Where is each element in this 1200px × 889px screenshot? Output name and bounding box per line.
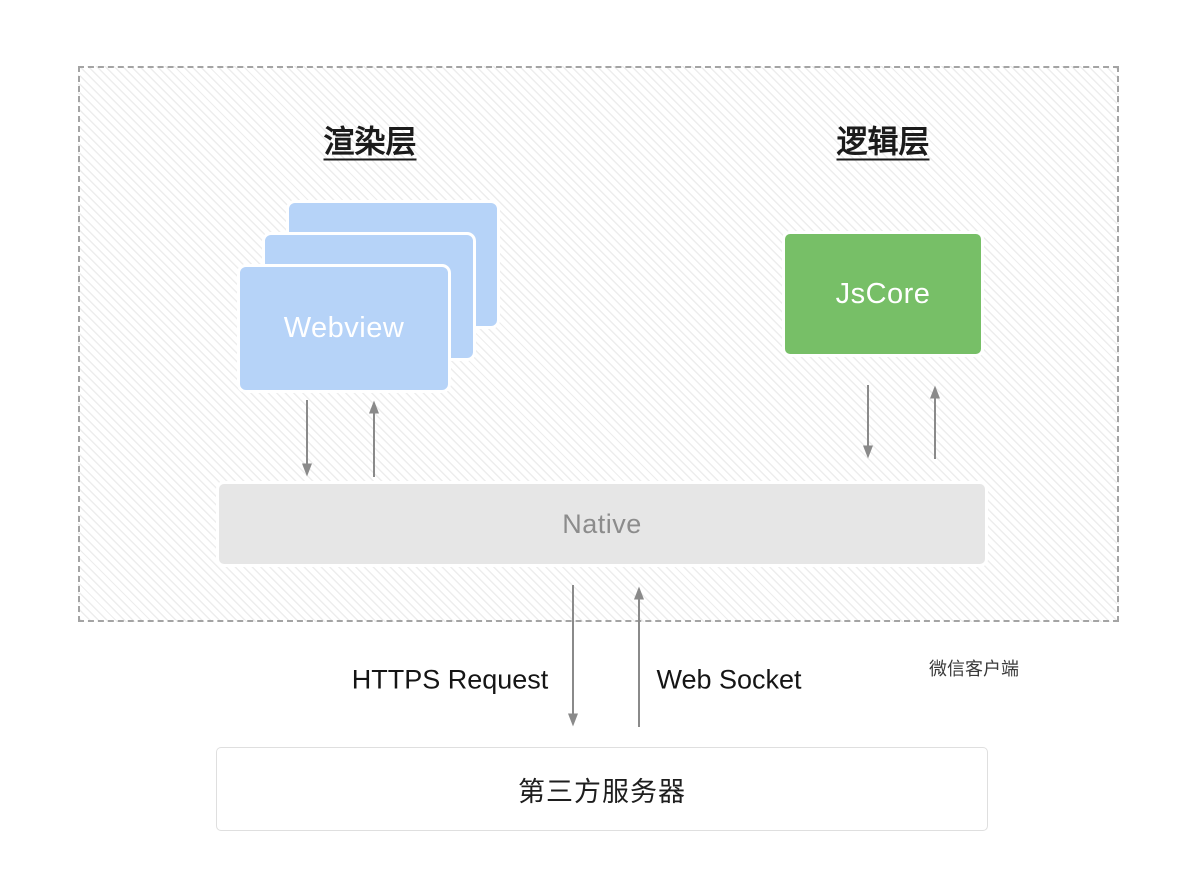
third-party-server-label: 第三方服务器 <box>518 776 686 807</box>
webview-box-front: Webview <box>237 264 451 393</box>
web-socket-label: Web Socket <box>656 664 802 695</box>
third-party-server-box: 第三方服务器 <box>216 747 988 831</box>
logic-layer-title: 逻辑层 <box>836 124 930 160</box>
native-bar: Native <box>216 481 988 567</box>
jscore-label: JsCore <box>835 277 931 310</box>
https-request-label: HTTPS Request <box>351 664 549 695</box>
webview-label: Webview <box>283 312 405 344</box>
wechat-client-label: 微信客户端 <box>929 659 1019 679</box>
native-label: Native <box>562 508 642 539</box>
render-layer-title: 渲染层 <box>323 124 417 160</box>
jscore-box: JsCore <box>782 231 984 357</box>
